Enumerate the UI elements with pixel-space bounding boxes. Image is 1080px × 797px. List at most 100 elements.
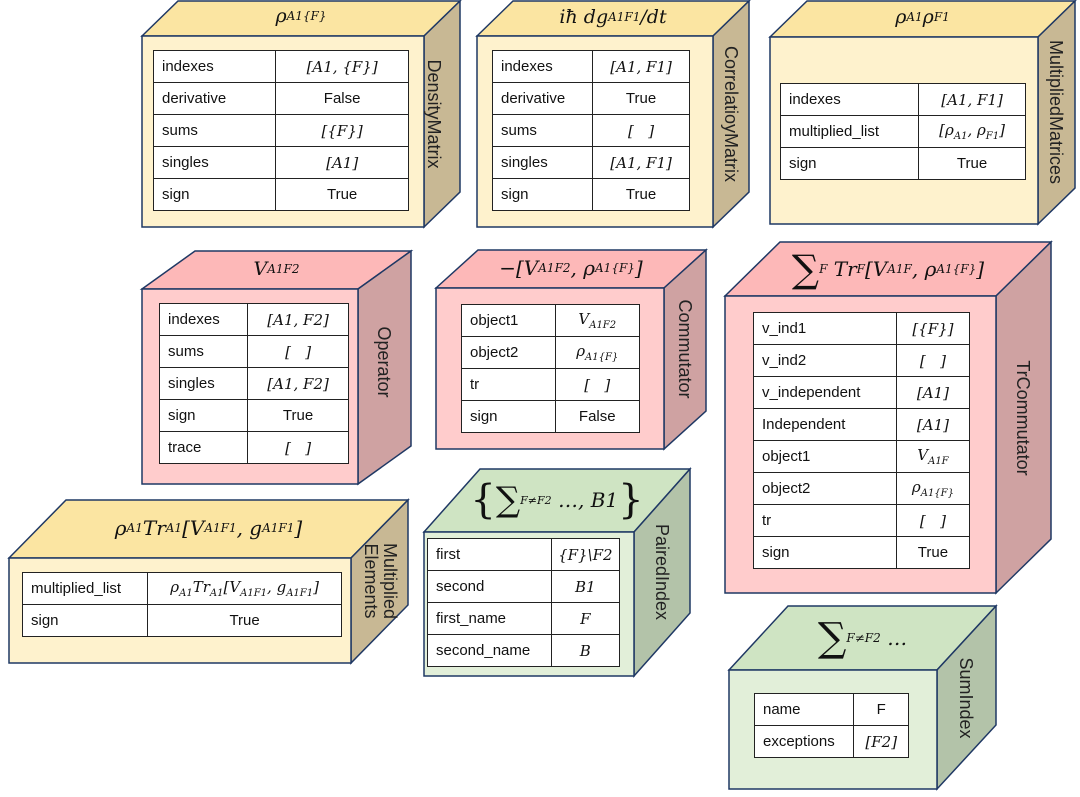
property-value: True (247, 399, 349, 432)
table-row: sums[ ] (491, 114, 690, 147)
property-value: {F}\F2 (550, 538, 621, 571)
property-value: [A1] (895, 408, 971, 441)
property-value: True (918, 147, 1026, 180)
operator-table: indexes[A1, F2] sums[ ] singles[A1, F2] … (158, 303, 349, 464)
property-name: object2 (461, 336, 556, 369)
property-name: v_ind2 (753, 344, 897, 377)
property-name: object1 (461, 304, 556, 337)
commutator-class-label: Commutator (675, 299, 696, 399)
property-value: VA1F (895, 440, 971, 473)
property-value: VA1F2 (554, 304, 640, 337)
table-row: tr[ ] (753, 504, 971, 537)
table-row: v_ind2[ ] (753, 344, 971, 377)
property-name: singles (491, 146, 594, 179)
table-row: trace[ ] (158, 431, 349, 464)
table-row: exceptions[F2] (753, 725, 909, 758)
property-value: True (592, 82, 690, 115)
property-value: [A1] (895, 376, 971, 409)
property-name: sign (21, 604, 149, 637)
property-value: [ρA1, ρF1] (918, 115, 1026, 148)
property-name: multiplied_list (21, 572, 149, 605)
property-value: [ ] (895, 344, 971, 377)
property-value: [A1, F1] (918, 83, 1026, 116)
property-name: sums (158, 335, 249, 368)
property-value: [ ] (895, 504, 971, 537)
property-name: object2 (753, 472, 897, 505)
property-value: [ ] (247, 335, 349, 368)
property-value: True (592, 178, 690, 211)
property-name: second (427, 570, 552, 603)
property-value: True (147, 604, 342, 637)
table-row: first{F}\F2 (427, 538, 621, 571)
property-value: ρA1TrA1[VA1F1, gA1F1] (147, 572, 342, 605)
property-value: ρA1{F} (554, 336, 640, 369)
property-value: [ ] (554, 368, 640, 401)
property-name: sign (461, 400, 556, 433)
property-name: multiplied_list (779, 115, 920, 148)
property-name: derivative (491, 82, 594, 115)
property-value: [A1, F2] (247, 303, 349, 336)
multiplied-matrices-class-label: MultipliedMatrices (1046, 39, 1067, 185)
property-name: tr (753, 504, 897, 537)
property-name: first (427, 538, 552, 571)
property-value: [A1, {F}] (275, 50, 409, 83)
table-row: v_ind1[{F}] (753, 312, 971, 345)
property-value: [F2] (853, 725, 909, 758)
property-value: B (550, 634, 621, 667)
property-name: sums (491, 114, 594, 147)
property-value: True (275, 178, 409, 211)
property-value: True (895, 536, 971, 569)
table-row: singles[A1, F1] (491, 146, 690, 179)
property-name: exceptions (753, 725, 855, 758)
density-matrix-class-label: DensityMatrix (424, 59, 445, 169)
sum-index-class-label: SumIndex (956, 657, 977, 739)
table-row: indexes[A1, F2] (158, 303, 349, 336)
property-name: indexes (491, 50, 594, 83)
property-value: [ ] (592, 114, 690, 147)
table-row: v_independent[A1] (753, 376, 971, 409)
property-name: singles (152, 146, 277, 179)
property-value: [{F}] (895, 312, 971, 345)
tr-commutator-table: v_ind1[{F}] v_ind2[ ] v_independent[A1] … (753, 312, 971, 569)
property-name: name (753, 693, 855, 726)
multiplied-matrices-table: indexes[A1, F1] multiplied_list[ρA1, ρF1… (779, 83, 1026, 180)
paired-index-title: {∑F≠F2 …, B1} (470, 477, 644, 523)
table-row: tr[ ] (461, 368, 640, 401)
property-name: trace (158, 431, 249, 464)
operator-class-label: Operator (374, 326, 395, 398)
multiplied-elements-class-label: Multiplied Elements (354, 521, 406, 641)
property-name: tr (461, 368, 556, 401)
property-value: [A1, F2] (247, 367, 349, 400)
property-value: False (275, 82, 409, 115)
sum-index-title: ∑F≠F2 … (817, 615, 908, 661)
tr-commutator-class-label: TrCommutator (1013, 360, 1034, 476)
property-name: object1 (753, 440, 897, 473)
property-value: B1 (550, 570, 621, 603)
property-value: [A1, F1] (592, 146, 690, 179)
table-row: Independent[A1] (753, 408, 971, 441)
table-row: multiplied_list[ρA1, ρF1] (779, 115, 1026, 148)
property-name: sign (779, 147, 920, 180)
property-name: v_ind1 (753, 312, 897, 345)
property-value: ρA1{F} (895, 472, 971, 505)
paired-index-class-label: PairedIndex (652, 523, 673, 621)
